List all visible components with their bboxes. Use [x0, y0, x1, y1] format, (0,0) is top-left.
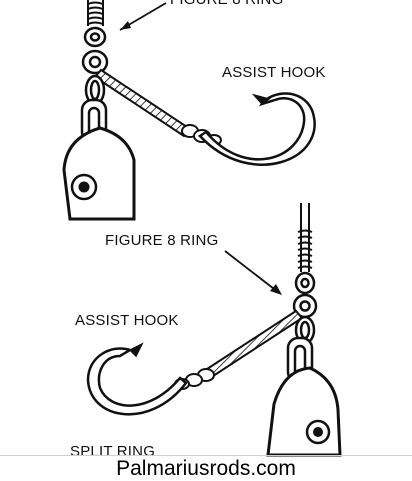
top-assist-line	[93, 68, 192, 138]
bottom-assembly: FIGURE 8 RING ASSIST HOOK SPLIT RING	[70, 203, 342, 460]
top-figure8-arrowhead	[120, 21, 131, 30]
bottom-figure8-ring	[292, 271, 318, 319]
top-assembly: FIGURE 8 RING ASSIST HOOK	[62, 0, 326, 221]
footer-divider	[0, 455, 412, 456]
footer-watermark: Palmariusrods.com	[116, 457, 296, 480]
bottom-main-line	[297, 203, 313, 272]
bottom-figure8-arrowhead	[270, 284, 282, 295]
top-figure8-ring	[81, 26, 109, 75]
bottom-figure8-arrow	[224, 250, 279, 293]
bottom-assist-hook	[86, 342, 188, 416]
top-assist-hook-label: ASSIST HOOK	[222, 64, 326, 81]
bottom-jig-body	[266, 366, 342, 457]
bottom-assist-hook-label: ASSIST HOOK	[75, 312, 179, 329]
top-main-line	[87, 0, 104, 26]
top-figure8-label: FIGURE 8 RING	[170, 0, 283, 8]
top-assist-hook	[198, 92, 316, 166]
top-jig-body	[62, 126, 136, 221]
bottom-figure8-label: FIGURE 8 RING	[105, 232, 218, 249]
